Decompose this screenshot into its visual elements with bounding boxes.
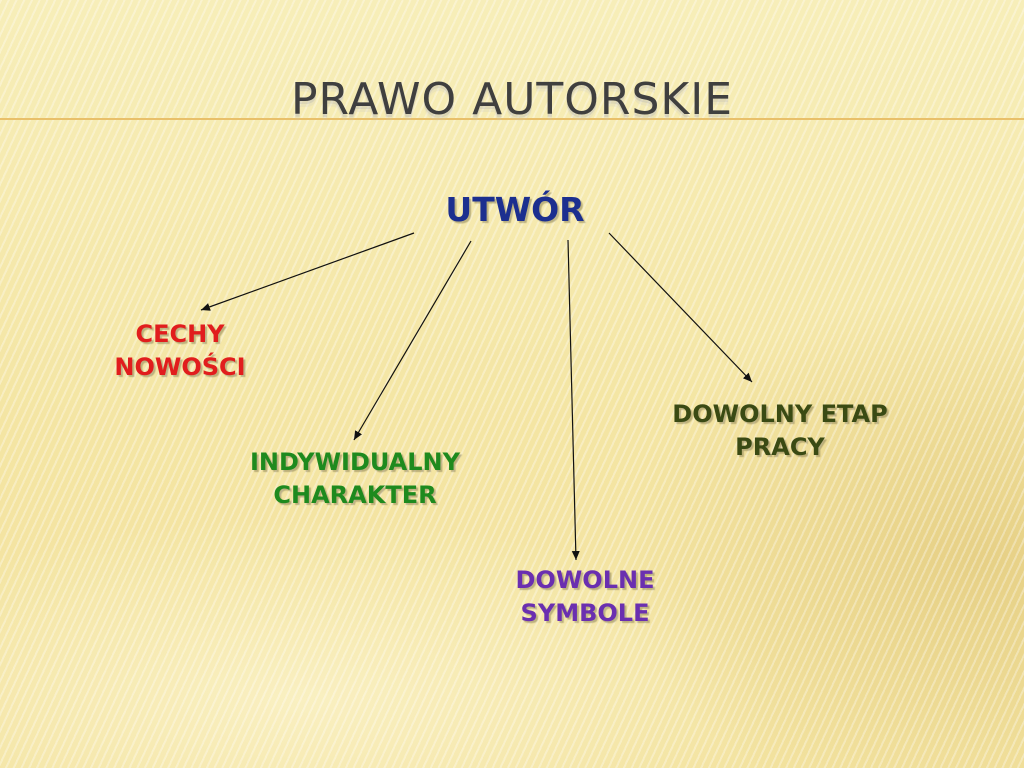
node-cechy-nowosci: CECHY NOWOŚCI (60, 318, 300, 384)
node-dowolny-etap-pracy-line-2: PRACY (735, 433, 825, 461)
root-node-utwor: UTWÓR (400, 188, 630, 232)
node-indywidualny-charakter-line-2: CHARAKTER (273, 481, 437, 509)
root-label: UTWÓR (445, 190, 585, 229)
node-indywidualny-charakter-line-1: INDYWIDUALNY (250, 448, 460, 476)
arrow-to-indywidualny-charakter (353, 240, 472, 441)
slide-title: PRAWO AUTORSKIE (290, 74, 734, 125)
arrow-to-cechy-nowosci (200, 232, 415, 311)
node-dowolne-symbole-line-1: DOWOLNE (515, 566, 655, 594)
node-cechy-nowosci-line-1: CECHY (135, 320, 225, 348)
node-cechy-nowosci-line-2: NOWOŚCI (114, 353, 246, 381)
node-dowolny-etap-pracy-line-1: DOWOLNY ETAP (672, 400, 888, 428)
node-indywidualny-charakter: INDYWIDUALNY CHARAKTER (190, 446, 520, 512)
node-dowolne-symbole-line-2: SYMBOLE (520, 599, 650, 627)
node-dowolne-symbole: DOWOLNE SYMBOLE (470, 564, 700, 630)
node-dowolny-etap-pracy: DOWOLNY ETAP PRACY (625, 398, 935, 464)
arrow-to-dowolny-etap-pracy (608, 232, 753, 383)
title-underline (0, 118, 1024, 120)
arrow-to-dowolne-symbole (567, 239, 580, 561)
